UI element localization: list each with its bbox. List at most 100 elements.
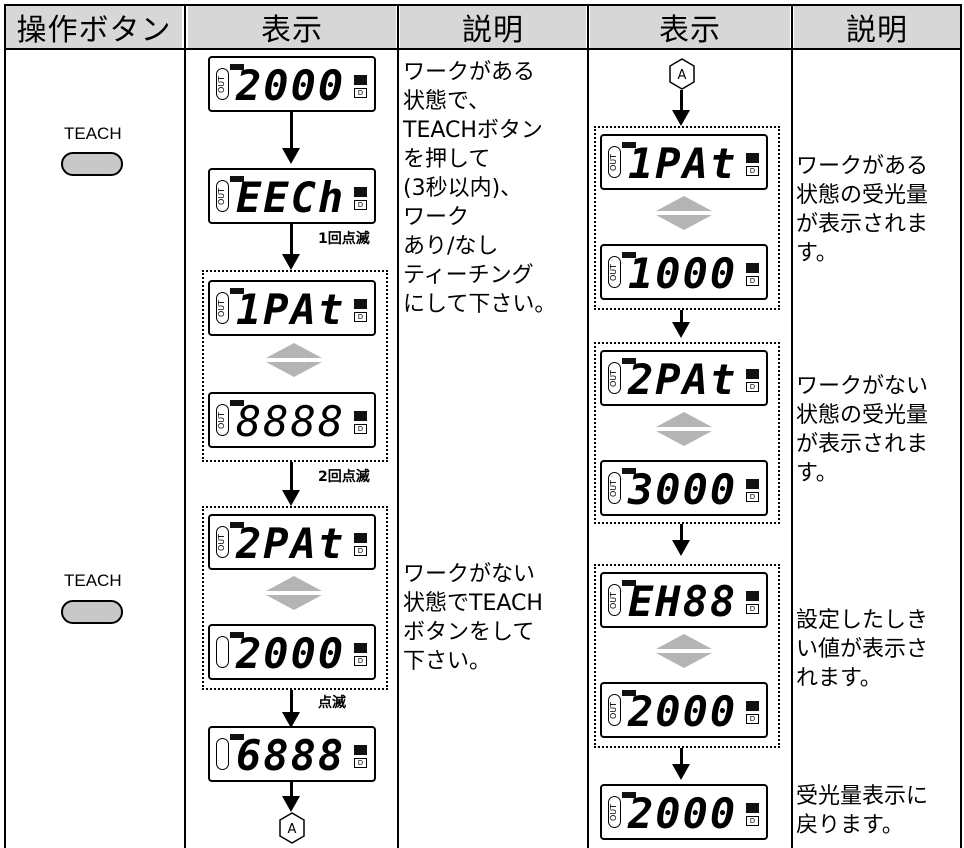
flow-arrow-shaft (290, 462, 293, 494)
description-right-4: 受光量表示に 戻ります。 (796, 784, 929, 838)
display-panel: OUT 8888 D (208, 392, 376, 448)
flow-arrow-shaft (290, 690, 293, 716)
status-indicator (746, 803, 759, 813)
out-indicator: OUT (608, 584, 621, 616)
display-group (202, 506, 388, 690)
out-indicator: OUT (216, 180, 229, 212)
teach-button-1[interactable] (61, 152, 123, 176)
display-panel: OUT 1PAt D (600, 134, 768, 190)
display-digits: EH88 (628, 577, 738, 626)
flow-arrow-shaft (680, 524, 683, 544)
status-indicator (354, 299, 367, 309)
d-indicator: D (746, 166, 759, 176)
display-digits: 2PAt (236, 519, 346, 568)
display-panel: OUT EH88 D (600, 572, 768, 628)
header-description-2: 説明 (794, 6, 960, 48)
teach-indicator (230, 734, 244, 740)
d-indicator: D (746, 604, 759, 614)
teach-indicator (622, 468, 636, 474)
d-indicator: D (354, 200, 367, 210)
out-indicator: OUT (216, 68, 229, 100)
teach-button-2[interactable] (61, 600, 123, 624)
description-left-2: ワークがない 状態でTEACH ボタンをして 下さい。 (403, 562, 543, 674)
status-indicator (746, 479, 759, 489)
teach-label-2: TEACH (64, 571, 122, 590)
flow-arrow-head (672, 322, 690, 338)
blink-label: 点滅 (318, 695, 346, 711)
display-group (594, 342, 780, 524)
display-panel: 2000 D (208, 624, 376, 680)
header-operation-button: 操作ボタン (6, 6, 182, 48)
flow-arrow-head (282, 254, 300, 270)
teach-indicator (230, 632, 244, 638)
flow-arrow-shaft (290, 224, 293, 256)
status-indicator (354, 745, 367, 755)
out-indicator: OUT (608, 362, 621, 394)
flow-arrow-head (672, 764, 690, 780)
display-digits: 8888 (236, 397, 346, 446)
description-right-3: 設定したしき い値が表示さ れます。 (796, 608, 929, 691)
flow-arrow-shaft (680, 748, 683, 768)
flow-arrow-head (282, 712, 300, 728)
display-panel: OUT EECh D (208, 168, 376, 224)
alternate-display-icon (266, 343, 322, 377)
header-bottom-border (4, 48, 962, 50)
display-panel: OUT 2PAt D (600, 350, 768, 406)
description-right-2: ワークがない 状態の受光量 が表示されま す。 (796, 374, 929, 486)
table-top-border (4, 4, 962, 6)
header-description-1: 説明 (400, 6, 586, 48)
display-panel: OUT 3000 D (600, 460, 768, 516)
teach-indicator (622, 252, 636, 258)
out-indicator: OUT (608, 146, 621, 178)
display-digits: 2PAt (628, 355, 738, 404)
teach-indicator (622, 580, 636, 586)
flow-arrow-shaft (290, 782, 293, 800)
teach-label-1: TEACH (64, 124, 122, 143)
flow-arrow-shaft (680, 310, 683, 324)
display-group (594, 126, 780, 310)
out-indicator: OUT (216, 292, 229, 324)
display-group (594, 564, 780, 748)
teach-indicator (230, 176, 244, 182)
status-indicator (746, 263, 759, 273)
alternate-display-icon (656, 196, 712, 230)
display-digits: 2000 (236, 629, 346, 678)
status-indicator (746, 591, 759, 601)
d-indicator: D (354, 88, 367, 98)
column-divider-4 (791, 6, 793, 848)
status-indicator (746, 153, 759, 163)
status-indicator (354, 187, 367, 197)
column-divider-2 (397, 6, 399, 848)
alternate-display-icon (266, 576, 322, 610)
display-digits: 1PAt (628, 139, 738, 188)
flow-arrow-shaft (290, 112, 293, 152)
header-display-2: 表示 (590, 6, 790, 48)
out-indicator: OUT (216, 404, 229, 436)
display-digits: EECh (236, 173, 346, 222)
flow-arrow-head (282, 148, 300, 164)
teach-indicator (230, 400, 244, 406)
column-divider-3 (587, 6, 589, 848)
description-right-1: ワークがある 状態の受光量 が表示されま す。 (796, 154, 929, 266)
display-group (202, 270, 388, 462)
status-indicator (354, 533, 367, 543)
connector-a-icon: A (669, 58, 695, 90)
flow-arrow-shaft (680, 90, 683, 114)
status-indicator (354, 643, 367, 653)
display-panel: OUT 1000 D (600, 244, 768, 300)
table-left-border (4, 6, 6, 848)
out-indicator: OUT (608, 694, 621, 726)
out-indicator: OUT (608, 796, 621, 828)
teach-indicator (230, 288, 244, 294)
display-panel: OUT 2PAt D (208, 514, 376, 570)
alternate-display-icon (656, 412, 712, 446)
out-indicator: OUT (608, 256, 621, 288)
display-panel: OUT 2000 D (600, 682, 768, 738)
status-indicator (746, 701, 759, 711)
teach-indicator (622, 358, 636, 364)
out-indicator (216, 636, 229, 668)
display-panel: 6888 D (208, 726, 376, 782)
teach-indicator (230, 522, 244, 528)
connector-a-icon: A (279, 812, 305, 844)
description-left-1: ワークがある 状態で、 TEACHボタン を押して (3秒以内)、 ワーク あり… (403, 60, 557, 317)
